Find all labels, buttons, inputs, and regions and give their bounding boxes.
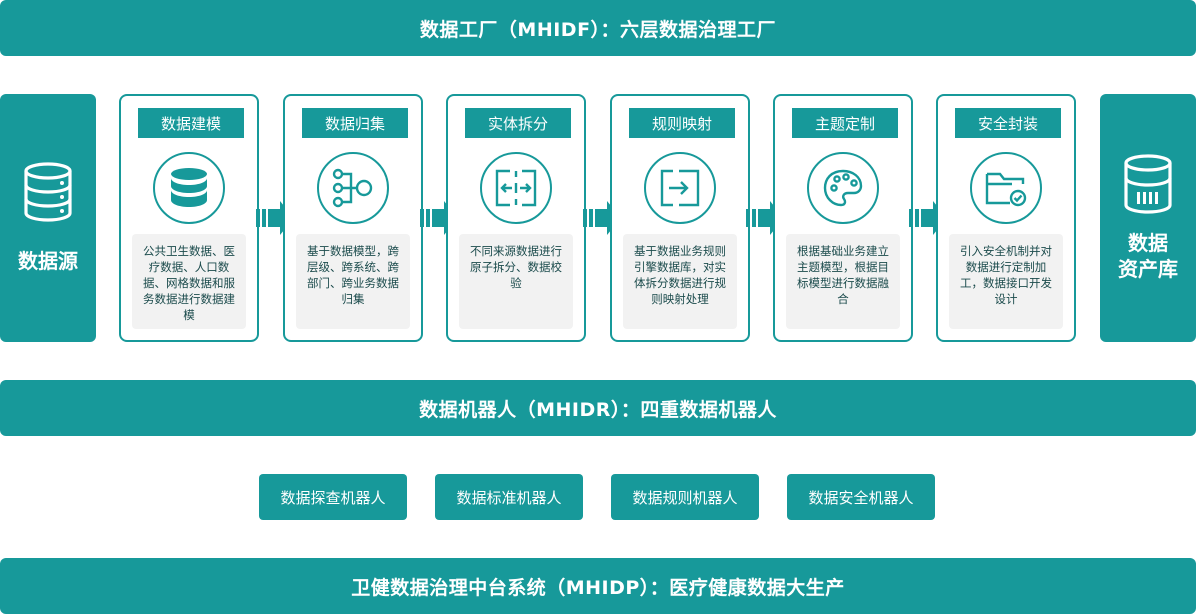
node-flow-icon: [332, 168, 373, 208]
step-data-modeling: 数据建模 公共卫生数据、医疗数据、人口数据、网格数据和服务数据进行数据建模: [119, 94, 259, 342]
step-icon-circle: [480, 152, 552, 224]
step-description: 基于数据业务规则引擎数据库，对实体拆分数据进行规则映射处理: [623, 234, 737, 329]
step-description: 根据基础业务建立主题模型，根据目标模型进行数据融合: [786, 234, 900, 329]
data-asset-label-line2: 资产库: [1118, 257, 1178, 281]
robot-label: 数据安全机器人: [808, 488, 914, 507]
robot-data-exploration: 数据探查机器人: [259, 474, 407, 520]
data-platform-title: 卫健数据治理中台系统（MHIDP）：医疗健康数据大生产: [351, 576, 845, 599]
step-title: 安全封装: [955, 108, 1061, 138]
step-icon-circle: [317, 152, 389, 224]
double-chevron-arrow-icon: [909, 201, 947, 235]
database-icon: [24, 162, 72, 222]
database-icon: [171, 168, 207, 207]
step-description: 基于数据模型，跨层级、跨系统、跨部门、跨业务数据归集: [296, 234, 410, 329]
double-chevron-arrow-icon: [256, 201, 294, 235]
step-title: 规则映射: [629, 108, 735, 138]
server-icon: [1124, 154, 1172, 214]
step-title: 数据建模: [138, 108, 244, 138]
data-factory-title: 数据工厂（MHIDF）：六层数据治理工厂: [419, 18, 777, 41]
step-title: 数据归集: [302, 108, 408, 138]
palette-icon: [823, 169, 863, 207]
data-asset-label-line1: 数据: [1128, 231, 1168, 255]
robot-data-standard: 数据标准机器人: [435, 474, 583, 520]
split-arrows-icon: [495, 169, 537, 207]
data-platform-banner: 卫健数据治理中台系统（MHIDP）：医疗健康数据大生产: [0, 558, 1196, 614]
step-description: 引入安全机制并对数据进行定制加工，数据接口开发设计: [949, 234, 1063, 329]
double-chevron-arrow-icon: [420, 201, 458, 235]
robot-label: 数据规则机器人: [632, 488, 738, 507]
step-icon-circle: [153, 152, 225, 224]
step-icon-circle: [807, 152, 879, 224]
step-security-packaging: 安全封装 引入安全机制并对数据进行定制加工，数据接口开发设计: [936, 94, 1076, 342]
data-asset-panel: 数据 资产库: [1100, 94, 1196, 342]
mapping-icon: [660, 169, 700, 207]
data-source-label: 数据源: [18, 249, 78, 273]
step-data-collection: 数据归集 基于数据模型，跨层级、跨系统、跨部门、跨业务数据归集: [283, 94, 423, 342]
robot-data-rule: 数据规则机器人: [611, 474, 759, 520]
secure-folder-icon: [985, 172, 1027, 207]
robot-label: 数据标准机器人: [456, 488, 562, 507]
robot-label: 数据探查机器人: [280, 488, 386, 507]
data-factory-banner: 数据工厂（MHIDF）：六层数据治理工厂: [0, 0, 1196, 56]
step-entity-split: 实体拆分 不同来源数据进行原子拆分、数据校验: [446, 94, 586, 342]
step-topic-customization: 主题定制 根据基础业务建立主题模型，根据目标模型进行数据融合: [773, 94, 913, 342]
step-rule-mapping: 规则映射 基于数据业务规则引擎数据库，对实体拆分数据进行规则映射处理: [610, 94, 750, 342]
double-chevron-arrow-icon: [583, 201, 621, 235]
double-chevron-arrow-icon: [746, 201, 784, 235]
step-title: 主题定制: [792, 108, 898, 138]
step-description: 不同来源数据进行原子拆分、数据校验: [459, 234, 573, 329]
data-robot-title: 数据机器人（MHIDR）：四重数据机器人: [419, 398, 777, 421]
step-description: 公共卫生数据、医疗数据、人口数据、网格数据和服务数据进行数据建模: [132, 234, 246, 329]
step-title: 实体拆分: [465, 108, 571, 138]
data-source-panel: 数据源: [0, 94, 96, 342]
data-robot-banner: 数据机器人（MHIDR）：四重数据机器人: [0, 380, 1196, 436]
step-icon-circle: [970, 152, 1042, 224]
step-icon-circle: [644, 152, 716, 224]
robot-data-security: 数据安全机器人: [787, 474, 935, 520]
